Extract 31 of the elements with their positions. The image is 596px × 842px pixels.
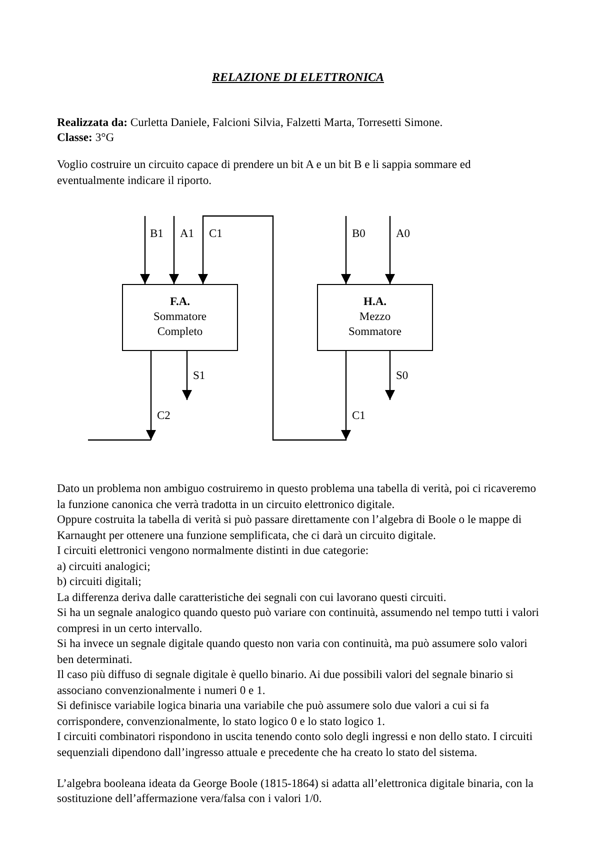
paragraph: a) circuiti analogici; [57, 558, 152, 574]
paragraph: Si ha un segnale analogico quando questo può variare con continuità, assumendo nel tempo tutti i valori compresi in un certo intervallo. [57, 605, 540, 636]
paragraph: Il caso più diffuso di segnale digitale è quello binario. Ai due possibili valori del segnale binario si associano convenzionalmente i numeri 0 e 1. [57, 667, 514, 698]
paragraph: Dato un problema non ambiguo costruiremo in questo problema una tabella di verità, poi ci ricaveremo la funzione canonica che verrà tradotta in un circuito elettronico digitale. [57, 481, 538, 512]
block-description: Sommatore Completo [152, 310, 208, 340]
paragraph: Si definisce variabile logica binaria una variabile che può assumere solo due valori a cui si fa corrispondere, convenzionalmente, lo stato logico 0 e lo stato logico 1. [57, 698, 490, 729]
paragraph: Classe: 3°G [57, 130, 116, 146]
paragraph: Oppure costruita la tabella di verità si può passare direttamente con l’algebra di Boole o le mappe di Karnaught per ottenere una funzione semplificata, che ci darà un circuito digitale. [57, 512, 523, 543]
signal-label: S0 [396, 370, 408, 383]
block-title: F.A. [170, 295, 190, 310]
paragraph: L’algebra booleana ideata da George Boole (1815-1864) si adatta all’elettronica digitale binaria, con la sostituzione dell’affermazione vera/falsa con i valori 1/0. [57, 776, 534, 806]
signal-label: B1 [150, 228, 164, 241]
signal-label: C2 [157, 410, 170, 423]
signal-label: B0 [352, 228, 366, 241]
block-box [122, 284, 238, 351]
paragraph: Realizzata da: Curletta Daniele, Falcioni Silvia, Falzetti Marta, Torresetti Simone. [57, 115, 444, 130]
signal-label: C1 [209, 228, 222, 241]
paragraph: b) circuiti digitali; [57, 574, 142, 590]
signal-label: S1 [193, 370, 206, 383]
signal-label: A1 [180, 228, 194, 241]
paragraph: La differenza deriva dalle caratteristiche dei segnali con cui lavorano questi circuiti. [57, 590, 448, 605]
document-title: RELAZIONE DI ELETTRONICA [210, 70, 386, 86]
signal-label: A0 [396, 228, 410, 241]
paragraph: I circuiti combinatori rispondono in uscita tenendo conto solo degli ingressi e non dello stato. I circuiti sequenziali dipendono dall’ingresso attuale e precedente che ha creato lo stato del sistema. [57, 729, 534, 760]
block-title: H.A. [364, 295, 386, 310]
signal-label: C1 [352, 410, 366, 423]
paragraph: I circuiti elettronici vengono normalmente distinti in due categorie: [57, 543, 370, 558]
paragraph: Si ha invece un segnale digitale quando questo non varia con continuità, ma può assumere solo valori ben determinati. [57, 636, 528, 667]
block-description: Mezzo Sommatore [347, 310, 403, 340]
paragraph: Voglio costruire un circuito capace di prendere un bit A e un bit B e li sappia sommare ed eventualmente indicare il riporto. [57, 157, 472, 188]
block-box [317, 284, 433, 351]
